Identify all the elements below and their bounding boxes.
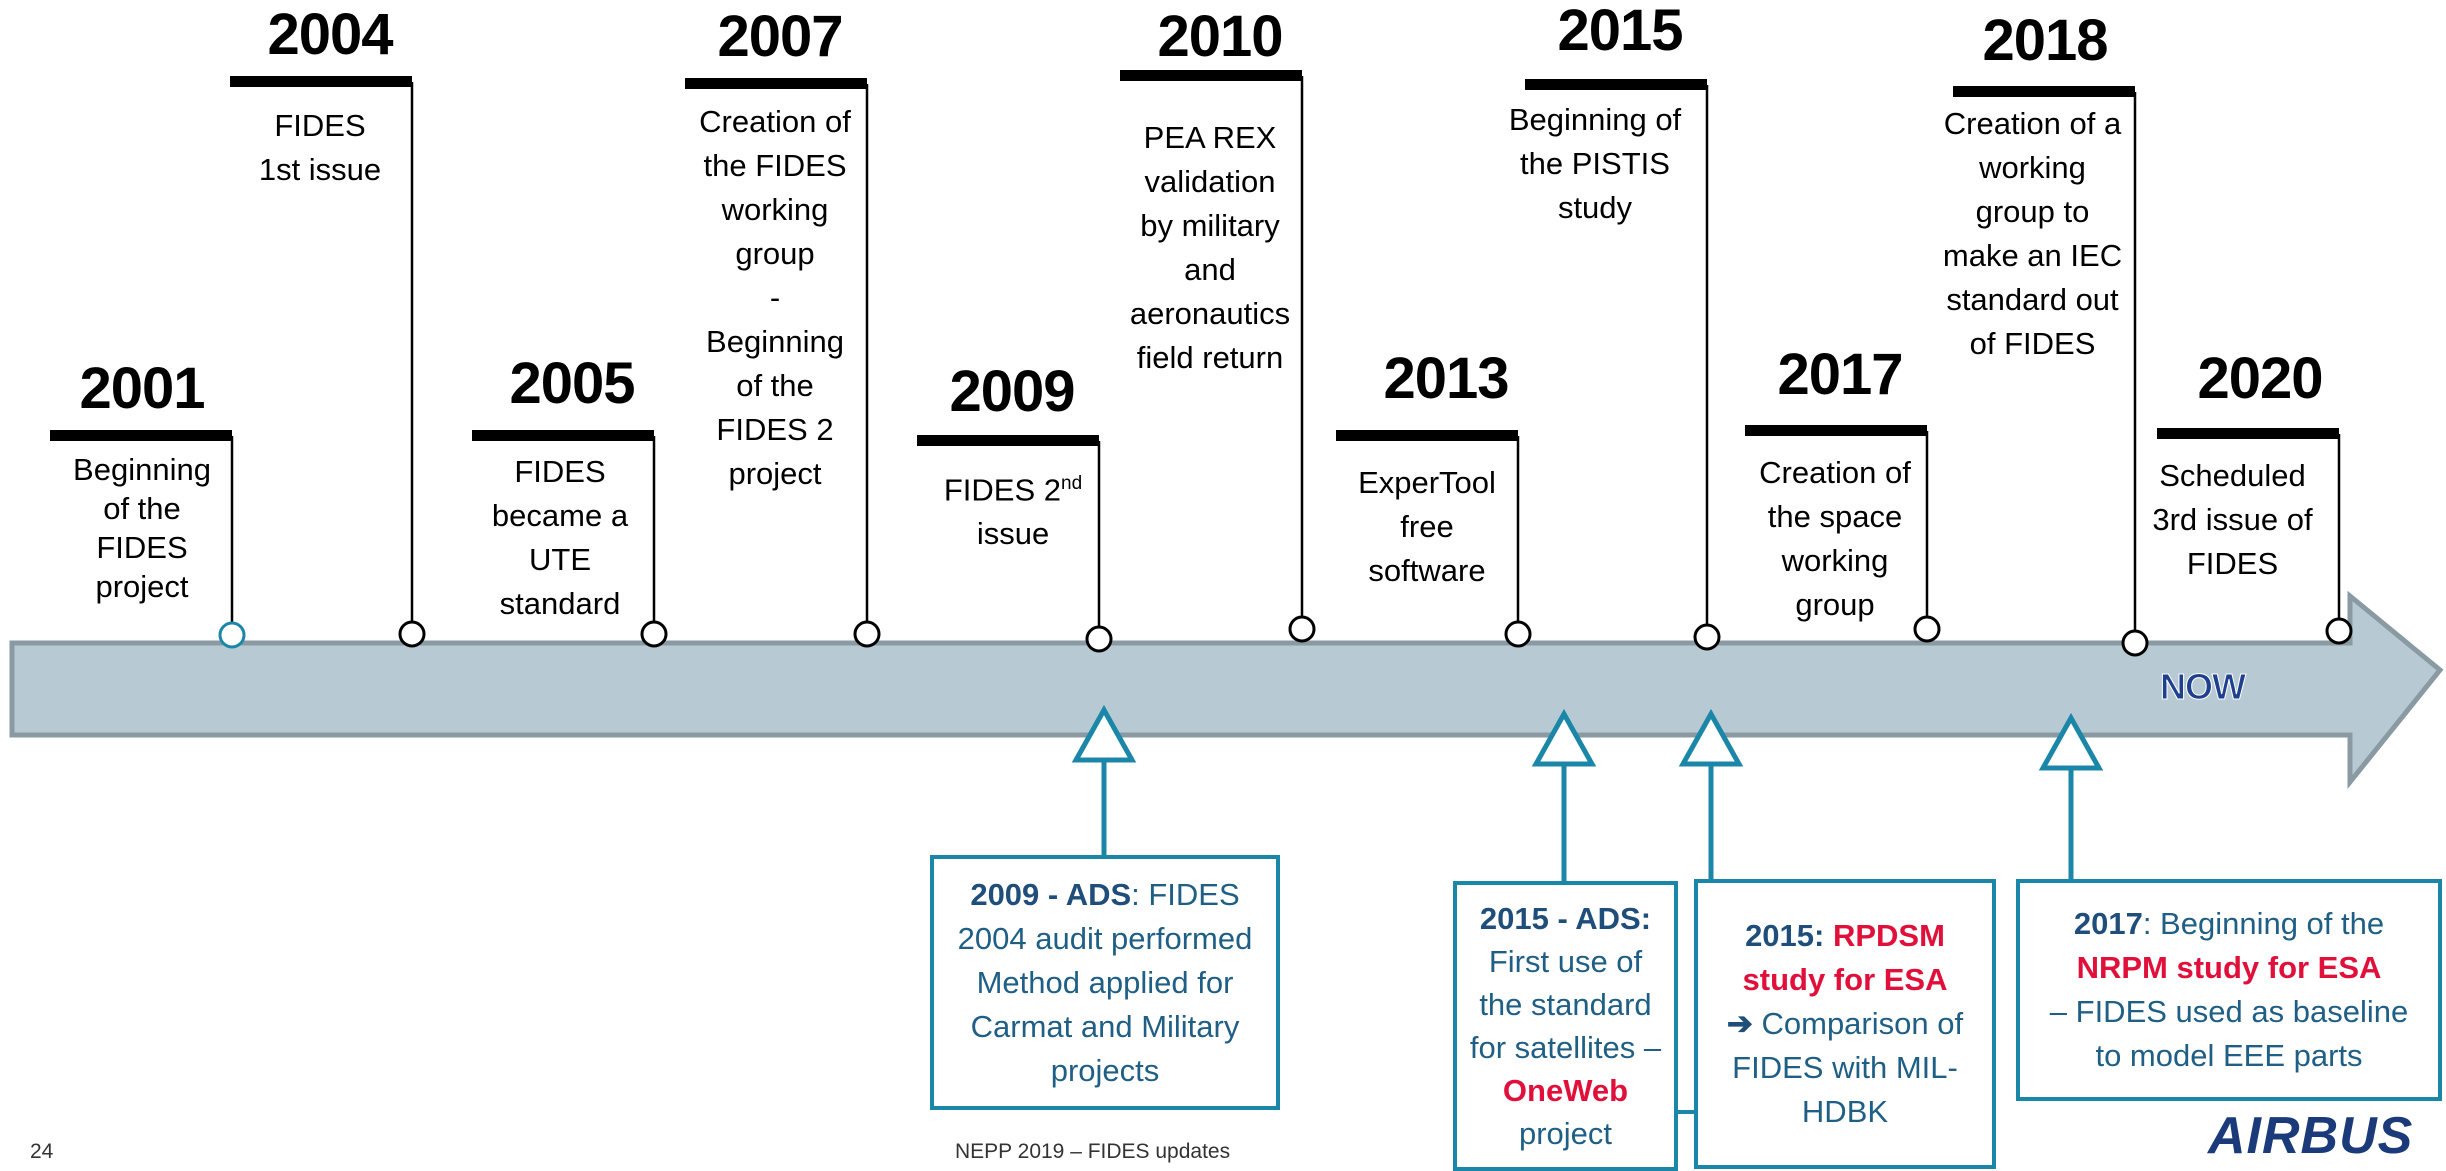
- desc-2009: FIDES 2nd issue: [943, 472, 1083, 552]
- desc-2020: Scheduled 3rd issue of FIDES: [2152, 458, 2313, 581]
- year-2017: 2017: [1777, 342, 1903, 407]
- callout-2017-nrpm: 2017: Beginning of the NRPM study for ES…: [2016, 879, 2442, 1101]
- pointer-2015-ads: [1531, 708, 1597, 882]
- year-2020: 2020: [2197, 346, 2323, 411]
- page-number: 24: [30, 1140, 54, 1163]
- desc-2007: Creation of the FIDES working group - Be…: [699, 104, 851, 491]
- now-label: NOW: [2160, 666, 2247, 708]
- desc-2013: ExperTool free software: [1358, 465, 1496, 588]
- desc-2001: Beginning of the FIDES project: [73, 452, 211, 604]
- desc-2017: Creation of the space working group: [1759, 455, 1911, 622]
- pointer-2015-rpdsm: [1678, 708, 1744, 882]
- desc-2010: PEA REX validation by military and aeron…: [1129, 120, 1291, 375]
- flag-2017: [1745, 425, 1941, 643]
- airbus-logo: AIRBUS: [2208, 1107, 2414, 1165]
- callout-2015-rpdsm: 2015: RPDSM study for ESA ➔ Comparison o…: [1694, 879, 1996, 1169]
- year-2005: 2005: [509, 351, 635, 416]
- callout-2015-ads: 2015 - ADS: First use of the standard fo…: [1453, 881, 1678, 1171]
- year-2013: 2013: [1383, 346, 1509, 411]
- year-2004: 2004: [267, 2, 393, 67]
- desc-2004: FIDES 1st issue: [258, 108, 382, 187]
- flag-2007: [685, 78, 881, 648]
- flag-2018: [1953, 86, 2149, 657]
- year-2015: 2015: [1557, 0, 1683, 63]
- pointer-2009: [1071, 704, 1137, 857]
- footer-title: NEPP 2019 – FIDES updates: [955, 1140, 1231, 1163]
- desc-2005: FIDES became a UTE standard: [491, 454, 629, 621]
- flag-2004: [230, 76, 426, 648]
- callout-2009-ads: 2009 - ADS: FIDES 2004 audit performed M…: [930, 855, 1280, 1110]
- flag-2013: [1336, 430, 1532, 648]
- year-2018: 2018: [1982, 8, 2108, 73]
- desc-2015: Beginning of the PISTIS study: [1508, 102, 1682, 225]
- flag-2010: [1120, 70, 1316, 643]
- flag-2009: [917, 435, 1113, 653]
- desc-2018: Creation of a working group to make an I…: [1942, 106, 2123, 361]
- flag-2015: [1525, 79, 1721, 651]
- flag-2005: [472, 430, 668, 648]
- year-2009: 2009: [949, 359, 1075, 424]
- pointer-2017: [2038, 712, 2104, 880]
- year-2007: 2007: [717, 4, 843, 69]
- flag-2020: [2157, 428, 2353, 645]
- year-2001: 2001: [79, 356, 205, 421]
- flag-2001: [50, 430, 246, 649]
- year-2010: 2010: [1157, 4, 1283, 69]
